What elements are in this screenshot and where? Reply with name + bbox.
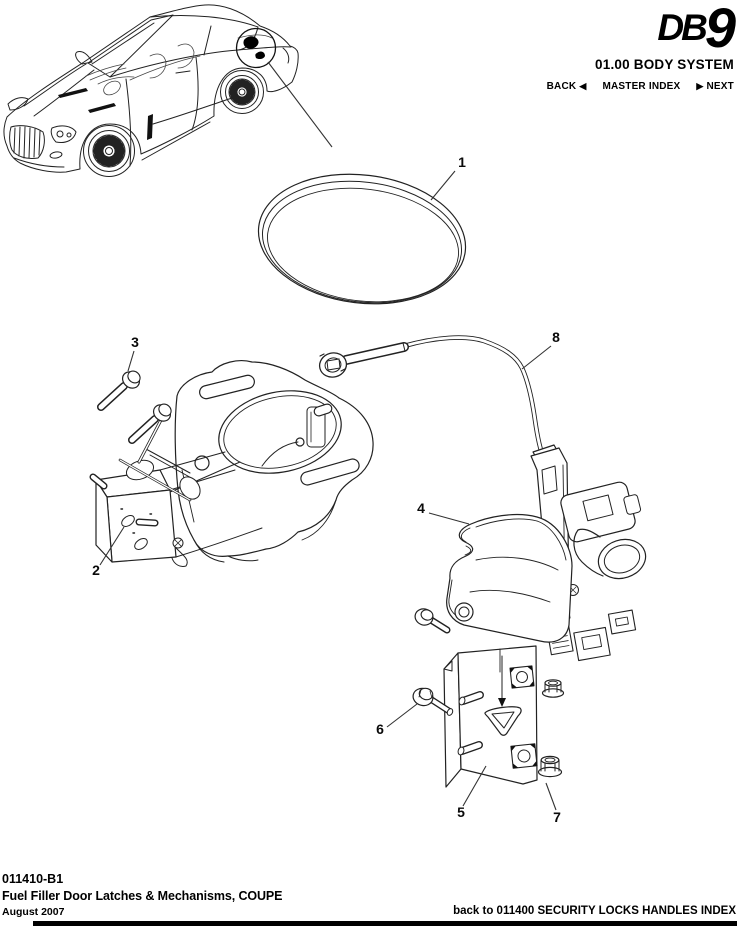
logo-9-text: 9 <box>704 0 736 59</box>
logo-db-text: DB <box>657 7 707 48</box>
part-4-bracket <box>446 513 573 643</box>
part-7-nuts <box>537 679 565 778</box>
part-2-latch-assembly <box>89 360 374 567</box>
nav-row: BACK ◀ MASTER INDEX ▶ NEXT <box>414 81 734 92</box>
back-arrow-icon: ◀ <box>579 81 587 91</box>
nav-next-link[interactable]: ▶ NEXT <box>696 81 734 92</box>
page-header: DB9 01.00 BODY SYSTEM BACK ◀ MASTER INDE… <box>414 0 736 92</box>
location-callout-circle <box>235 27 333 148</box>
callout-5: 5 <box>457 804 465 820</box>
callout-4: 4 <box>417 500 425 516</box>
bracket-bolt <box>414 608 451 634</box>
callout-2: 2 <box>92 562 100 578</box>
callout-8: 8 <box>552 329 560 345</box>
part-6-bolt <box>412 687 454 716</box>
callout-3: 3 <box>131 334 139 350</box>
next-arrow-icon: ▶ <box>696 81 704 91</box>
callout-7: 7 <box>553 809 561 825</box>
document-number: 011410-B1 <box>2 872 64 886</box>
callout-leaders <box>99 170 557 811</box>
nav-master-index-link[interactable]: MASTER INDEX <box>602 81 681 92</box>
document-date: August 2007 <box>2 906 65 918</box>
callout-1: 1 <box>458 154 466 170</box>
front-wheel <box>83 125 135 177</box>
back-to-index-link[interactable]: back to 011400 SECURITY LOCKS HANDLES IN… <box>453 905 736 917</box>
part-1-fuel-filler-lid <box>257 173 467 305</box>
footer-rule <box>33 921 737 926</box>
system-title: 01.00 BODY SYSTEM <box>595 57 734 72</box>
car-illustration <box>3 4 299 177</box>
part-5-mounting-plate <box>443 645 538 788</box>
part-3-bolts <box>97 370 172 444</box>
part-8-release-cable <box>318 335 547 462</box>
nav-back-link[interactable]: BACK ◀ <box>546 81 587 92</box>
footer-left: 011410-B1 Fuel Filler Door Latches & Mec… <box>2 872 282 918</box>
callout-6: 6 <box>376 721 384 737</box>
latch-actuator-assembly <box>530 444 647 662</box>
db9-logo: DB9 <box>414 0 736 59</box>
rear-wheel <box>220 70 264 114</box>
document-title: Fuel Filler Door Latches & Mechanisms, C… <box>2 889 283 903</box>
